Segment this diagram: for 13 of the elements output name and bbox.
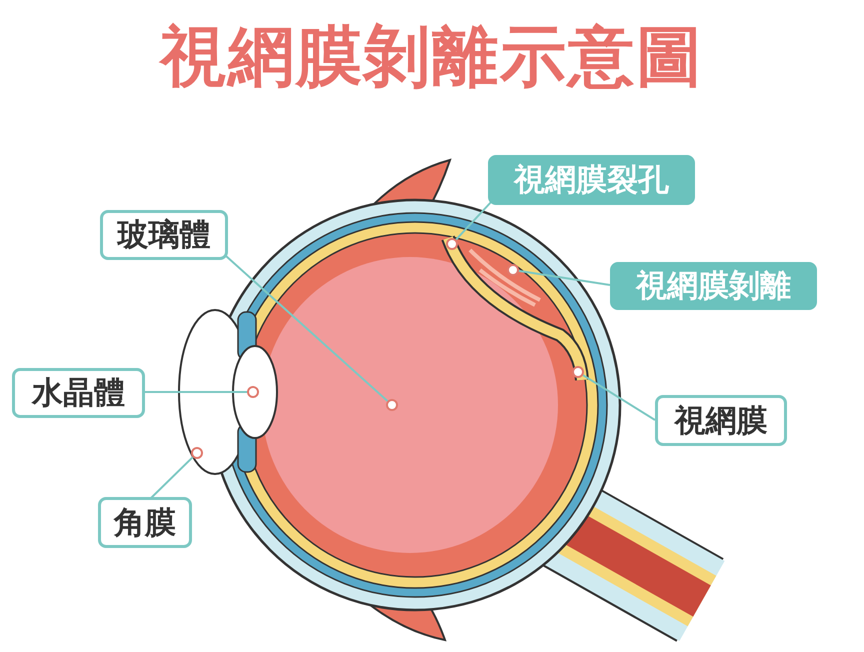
leader-line [149,456,194,500]
title: 視網膜剝離示意圖 [158,17,705,97]
label-box: 視網膜 [655,395,787,446]
leader-line [518,270,610,286]
label-box: 視網膜裂孔 [488,155,695,205]
leader-line [225,255,388,402]
leader-line [145,391,247,393]
label-box: 角膜 [98,497,192,548]
leader-line [582,374,656,421]
label-box: 玻璃體 [100,210,228,260]
label-box: 水晶體 [12,368,145,418]
leader-line [455,200,493,240]
label-box: 視網膜剝離 [610,262,817,310]
